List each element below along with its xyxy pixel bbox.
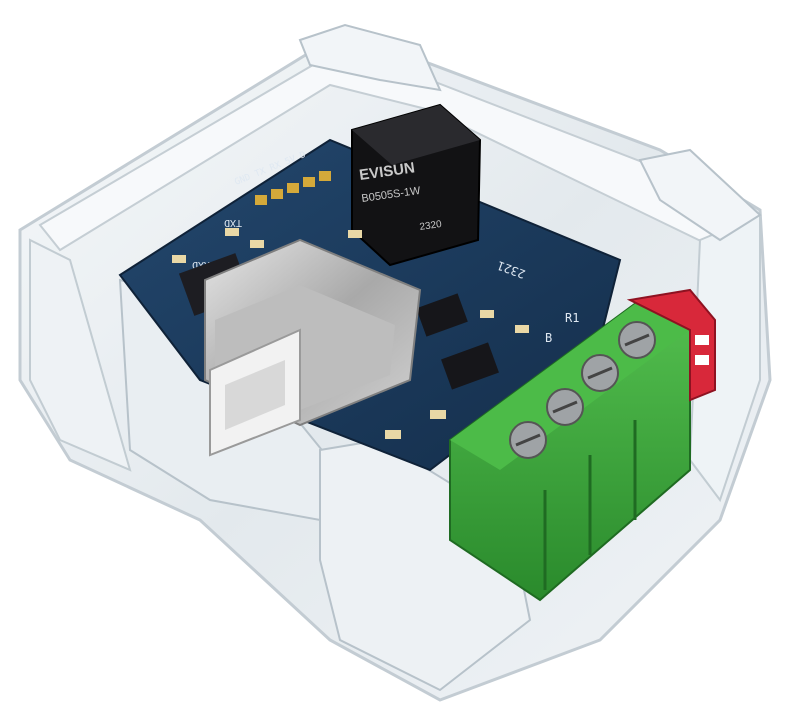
label-txd: TXD <box>224 217 242 228</box>
dip-switch-icon[interactable] <box>626 288 716 402</box>
screw-icon[interactable] <box>509 321 656 459</box>
usb-b-port[interactable] <box>204 238 422 457</box>
label-b: B <box>545 331 552 345</box>
led-indicators <box>172 228 239 263</box>
isolation-module <box>351 103 482 267</box>
smd-components <box>250 230 529 439</box>
pin-header <box>255 171 331 205</box>
label-r1: R1 <box>565 311 579 325</box>
label-rxd: RXD <box>192 259 210 270</box>
transceiver-chips <box>416 293 499 390</box>
module-code: 2320 <box>419 219 443 233</box>
